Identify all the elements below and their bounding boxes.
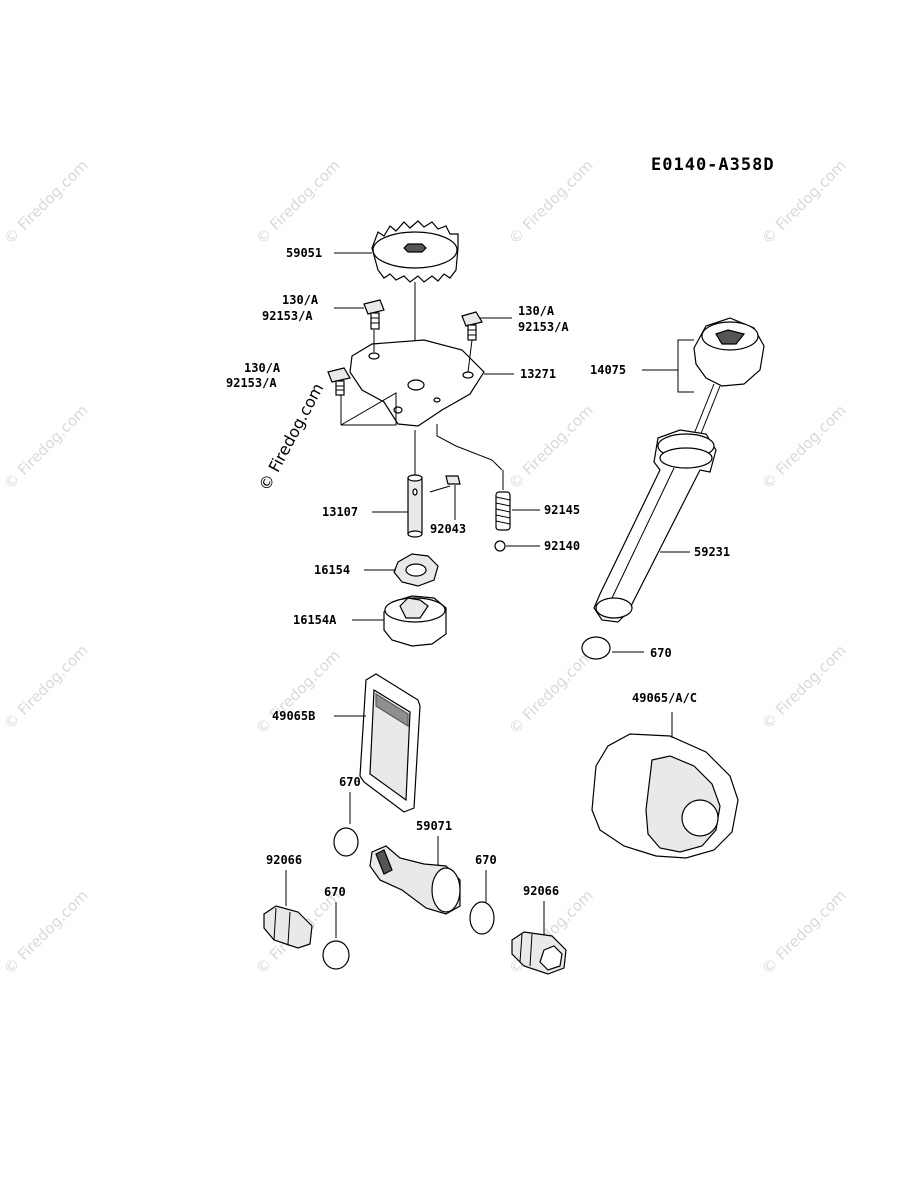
bolt-130a-2 [461, 311, 483, 341]
watermark: © Firedog.com [505, 401, 597, 493]
label-670-1: 670 [650, 646, 672, 660]
o-ring-670-1 [581, 636, 611, 660]
label-49065b: 49065B [272, 709, 315, 723]
bolt-130a-3 [327, 367, 351, 396]
label-130a-1: 130/A [282, 293, 319, 307]
watermark: © Firedog.com [0, 156, 92, 248]
pin-92043 [429, 475, 461, 520]
label-92153a-3: 92153/A [226, 376, 277, 390]
label-130a-3: 130/A [244, 361, 281, 375]
o-ring-670-3 [469, 901, 495, 935]
fitting-59071 [369, 845, 461, 915]
screen-49065b [359, 673, 421, 813]
label-670-2: 670 [339, 775, 361, 789]
gear-59051 [371, 220, 459, 380]
label-59051: 59051 [286, 246, 322, 260]
label-14075: 14075 [590, 363, 626, 377]
watermark-dark: © Firedog.com [255, 380, 328, 494]
label-59071: 59071 [416, 819, 452, 833]
watermark: © Firedog.com [252, 646, 344, 738]
watermark: © Firedog.com [505, 156, 597, 248]
label-16154: 16154 [314, 563, 350, 577]
watermark: © Firedog.com [505, 646, 597, 738]
plug-92066-1 [263, 905, 313, 949]
watermark: © Firedog.com [0, 641, 92, 733]
label-92066-1: 92066 [266, 853, 302, 867]
watermark: © Firedog.com [758, 886, 850, 978]
rotor-16154 [393, 553, 439, 587]
ball-92140 [494, 540, 506, 552]
dipstick-14075 [677, 317, 765, 447]
label-130a-2: 130/A [518, 304, 555, 318]
watermark: © Firedog.com [0, 886, 92, 978]
bolt-130a-1 [363, 299, 385, 330]
label-13107: 13107 [322, 505, 358, 519]
label-670-4: 670 [324, 885, 346, 899]
label-92145: 92145 [544, 503, 580, 517]
label-13271: 13271 [520, 367, 556, 381]
watermark: © Firedog.com [758, 401, 850, 493]
plate-13271 [340, 330, 485, 427]
label-16154a: 16154A [293, 613, 337, 627]
label-59231: 59231 [694, 545, 730, 559]
plug-92066-2 [511, 931, 567, 975]
o-ring-670-2 [333, 827, 359, 857]
watermark: © Firedog.com [758, 641, 850, 733]
diagram-code: E0140-A358D [651, 155, 775, 175]
shaft-13107 [407, 430, 423, 538]
o-ring-670-4 [322, 940, 350, 970]
label-49065: 49065/A/C [632, 691, 697, 705]
tube-59231 [593, 429, 717, 623]
watermark: © Firedog.com [0, 401, 92, 493]
label-92140: 92140 [544, 539, 580, 553]
spring-92145 [495, 470, 511, 531]
label-92153a-2: 92153/A [518, 320, 569, 334]
label-670-3: 670 [475, 853, 497, 867]
label-92066-2: 92066 [523, 884, 559, 898]
oil-filter-49065 [591, 712, 739, 859]
label-92043: 92043 [430, 522, 466, 536]
rotor-16154a [383, 595, 447, 647]
watermark: © Firedog.com [252, 156, 344, 248]
label-92153a-1: 92153/A [262, 309, 313, 323]
